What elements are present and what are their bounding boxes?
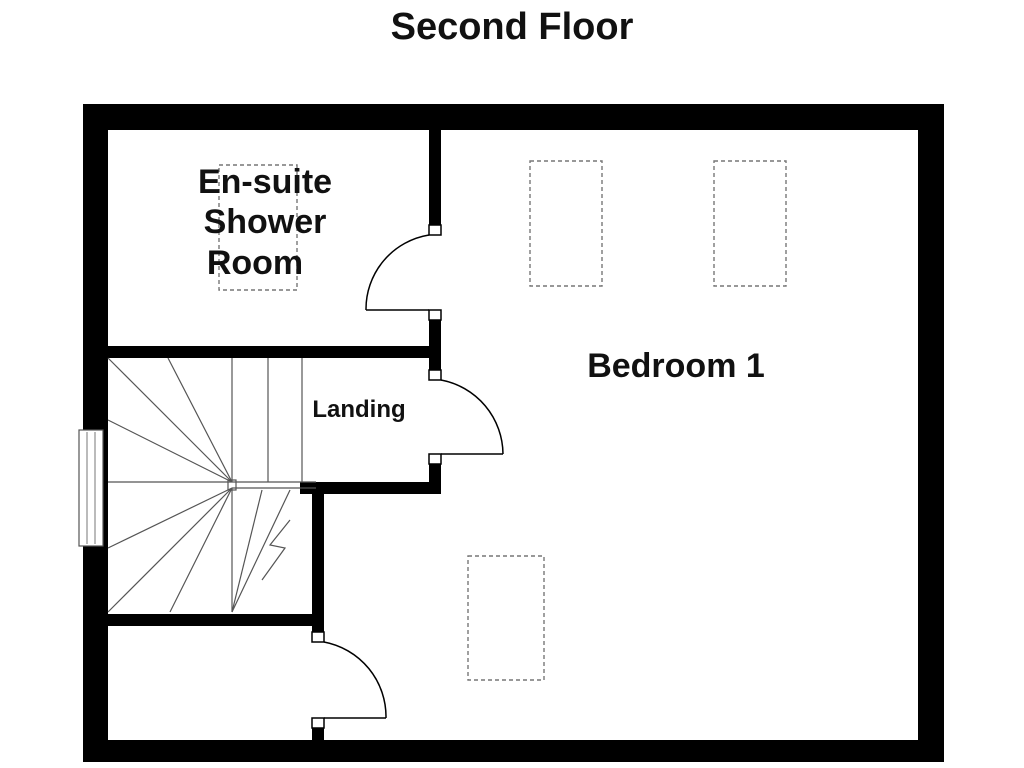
door-jamb xyxy=(311,717,325,729)
window-left xyxy=(78,429,104,547)
outer-walls xyxy=(83,104,944,762)
door-jamb xyxy=(428,369,442,381)
door-jamb xyxy=(428,453,442,465)
wall-bottom xyxy=(83,740,944,762)
stair-tread xyxy=(107,487,233,549)
door-ensuite xyxy=(365,224,442,321)
label-ensuite: Room xyxy=(207,244,303,282)
stair-tread xyxy=(169,487,233,613)
stair-tread xyxy=(231,489,263,613)
skylight-bedroom-2 xyxy=(713,160,787,287)
door-swing xyxy=(440,379,504,455)
label-landing: Landing xyxy=(312,396,405,423)
wall-stair-right xyxy=(312,482,324,632)
wall-landing-bottom xyxy=(300,482,441,494)
label-ensuite: En-suite xyxy=(198,163,332,201)
door-jamb xyxy=(428,224,442,236)
direction-arrow xyxy=(261,519,291,581)
wall-stair-bottom xyxy=(108,614,324,626)
wall-right xyxy=(918,104,944,762)
wall-top xyxy=(83,104,944,130)
label-bedroom-1: Bedroom 1 xyxy=(587,347,765,385)
door-cupboard xyxy=(311,631,387,729)
stair-tread xyxy=(231,489,291,613)
door-swing xyxy=(323,641,387,719)
door-swing xyxy=(365,234,430,311)
skylight-bedroom-1 xyxy=(529,160,603,287)
stair-tread xyxy=(107,487,233,613)
door-jamb xyxy=(428,309,442,321)
skylights xyxy=(218,160,787,681)
wall-cupboard-right xyxy=(312,728,324,748)
interior-walls xyxy=(108,130,441,748)
label-ensuite: Shower xyxy=(204,203,327,241)
door-bedroom xyxy=(428,369,504,465)
stair-tread xyxy=(107,419,233,483)
staircase xyxy=(107,357,316,613)
newel-post xyxy=(227,479,237,491)
skylight-bedroom-3 xyxy=(467,555,545,681)
stair-tread xyxy=(167,357,233,483)
floor-title: Second Floor xyxy=(390,6,634,48)
window-frame xyxy=(78,429,104,547)
skylight-ensuite xyxy=(218,164,298,291)
stair-tread xyxy=(107,357,233,483)
wall-ensuite-right-upper xyxy=(429,130,441,225)
wall-ensuite-bottom xyxy=(108,346,441,358)
door-jamb xyxy=(311,631,325,643)
